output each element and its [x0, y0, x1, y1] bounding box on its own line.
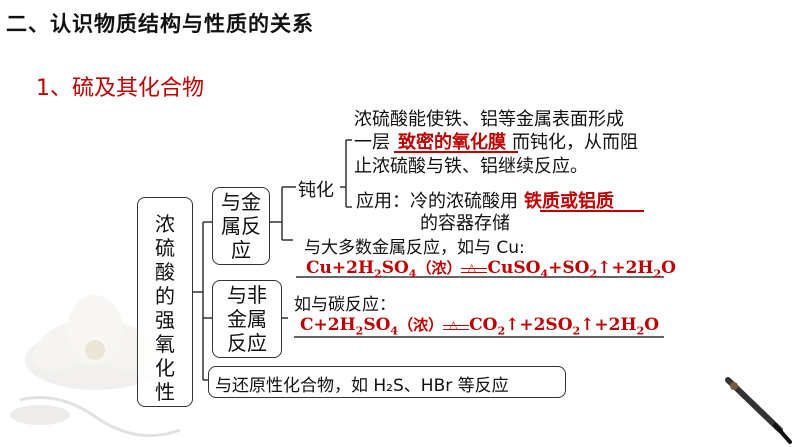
- passivation-label: 钝化: [298, 176, 334, 202]
- metal-reaction-label: 与金属反应: [219, 190, 263, 262]
- c-eq-so: SO: [363, 315, 390, 335]
- c-eq-heat-icon: △: [449, 318, 457, 331]
- c-equation: C+2H2SO4（浓）△CO2↑+2SO2↑+2H2O: [300, 314, 659, 337]
- nonmetal-reaction-box: 与非金属反应: [212, 280, 282, 358]
- cu-eq-p3-end: O: [661, 258, 676, 278]
- cu-eq-heat-icon: △: [467, 261, 475, 274]
- root-box: 浓硫酸的强氧化性: [137, 197, 193, 407]
- cu-eq-h-sub: 2: [374, 267, 382, 280]
- c-eq-so-sub: 4: [390, 324, 398, 337]
- nonmetal-general-text: 如与碳反应：: [294, 290, 396, 315]
- cu-eq-so: SO: [382, 258, 409, 278]
- passivation-desc-line2-post: 而钝化，从而阻: [512, 132, 638, 153]
- passivation-desc-line2-pre: 一层: [354, 132, 390, 153]
- dense-oxide-film-text: 致密的氧化膜: [398, 132, 506, 153]
- gas-arrow-icon: ↑: [597, 258, 611, 278]
- cu-eq-p2-sub: 2: [589, 267, 597, 280]
- c-eq-p1-sub: 2: [497, 324, 505, 337]
- cu-equation: Cu+2H2SO4（浓）△CuSO4+SO2↑+2H2O: [306, 257, 676, 280]
- cu-eq-p3: +2H: [611, 258, 653, 278]
- reducing-compound-label: 与还原性化合物，如 H₂S、HBr 等反应: [215, 371, 509, 396]
- metal-general-text: 与大多数金属反应，如与 Cu:: [304, 233, 525, 258]
- cu-eq-reactants: Cu+2H: [306, 258, 374, 278]
- c-eq-reactants: C+2H: [300, 315, 356, 335]
- c-eq-p1: CO: [469, 315, 497, 335]
- gas-arrow-icon: ↑: [505, 315, 519, 335]
- cu-eq-p3-sub: 2: [653, 267, 661, 280]
- c-eq-p2: +2SO: [519, 315, 572, 335]
- c-eq-p3-end: O: [644, 315, 659, 335]
- c-eq-p3: +2H: [594, 315, 636, 335]
- application-line2: 的容器存储: [420, 209, 510, 235]
- iron-aluminum-underline: [540, 210, 644, 212]
- iron-aluminum-text: 铁质或铝质: [524, 191, 614, 212]
- c-eq-condition: △: [443, 328, 469, 330]
- cu-eq-p1-sub: 4: [540, 267, 548, 280]
- cu-eq-p2: +SO: [548, 258, 589, 278]
- passivation-desc-line3: 止浓硫酸与铁、铝继续反应。: [354, 152, 588, 178]
- c-eq-conc: （浓）: [398, 316, 443, 334]
- gas-arrow-icon: ↑: [580, 315, 594, 335]
- cu-eq-p1: CuSO: [487, 258, 540, 278]
- cu-eq-conc: （浓）: [416, 259, 461, 277]
- root-box-label: 浓硫酸的强氧化性: [154, 212, 176, 404]
- cu-eq-condition: △: [461, 271, 487, 273]
- metal-reaction-box: 与金属反应: [212, 187, 270, 265]
- nonmetal-reaction-label: 与非金属反应: [225, 283, 269, 355]
- reducing-compound-box: 与还原性化合物，如 H₂S、HBr 等反应: [208, 366, 566, 398]
